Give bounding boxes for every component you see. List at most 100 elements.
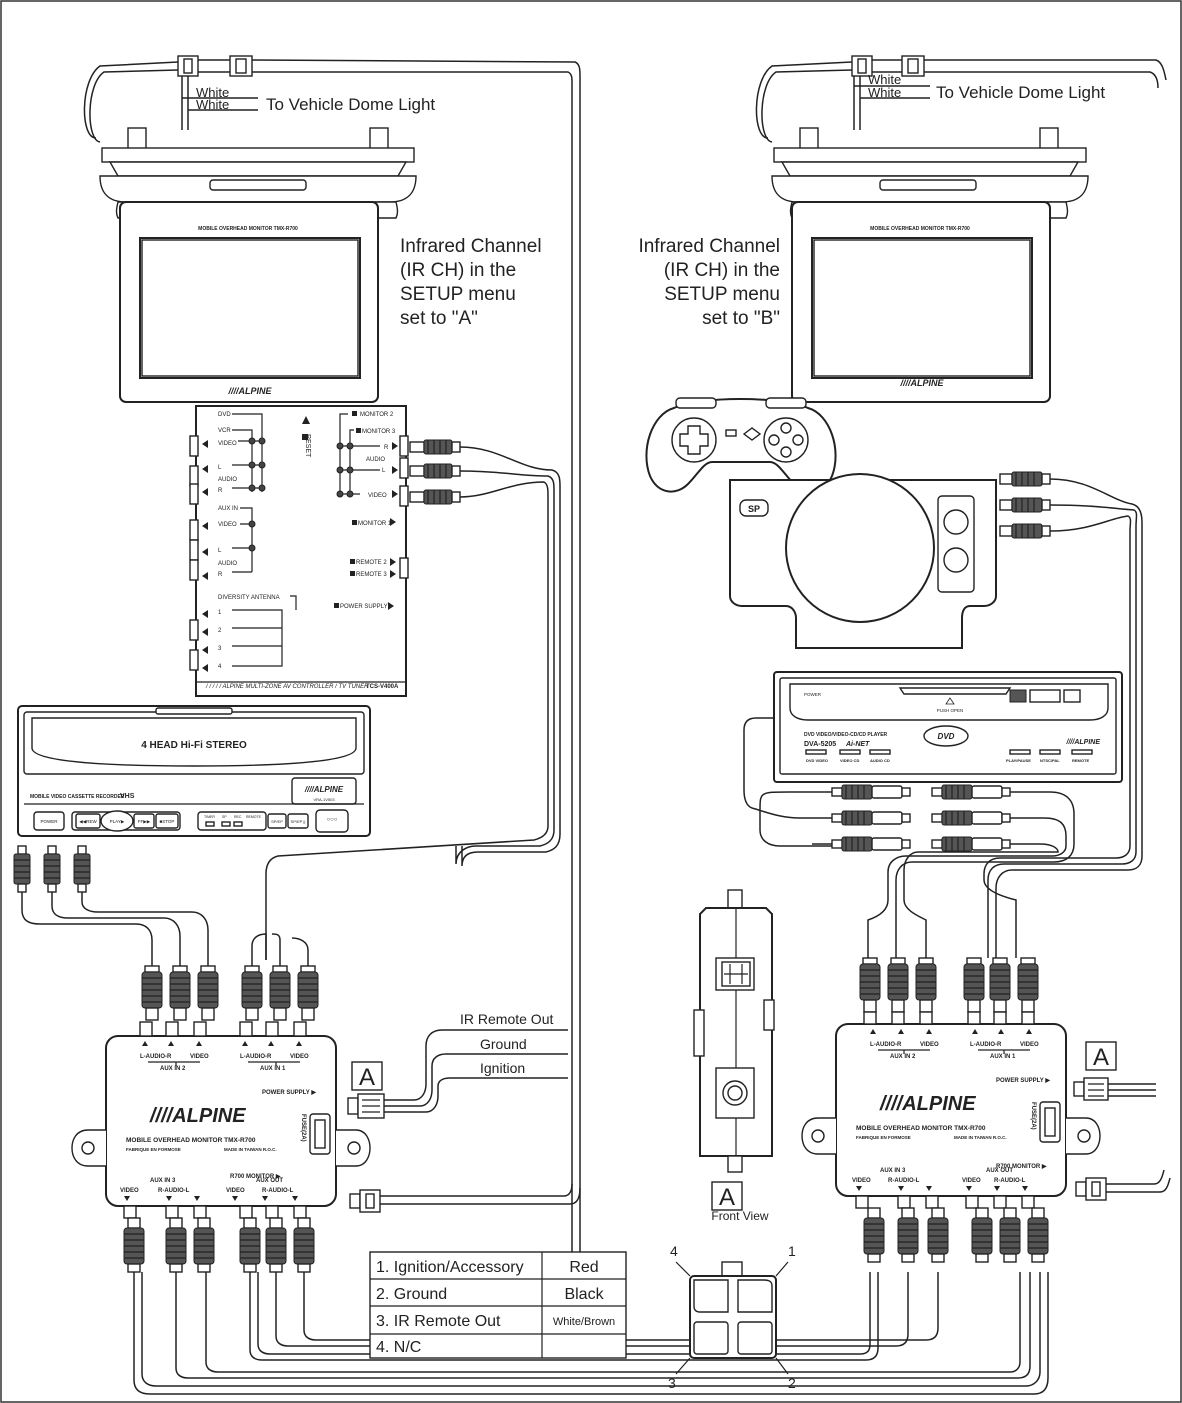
vcr-subtitle: MOBILE VIDEO CASSETTE RECORDER xyxy=(30,794,125,800)
box-made-en: MADE IN TAIWAN R.O.C. xyxy=(224,1147,277,1152)
controller-rca-plugs xyxy=(265,439,561,960)
dome-light-label: To Vehicle Dome Light xyxy=(936,83,1105,102)
dvd-power-label: POWER xyxy=(804,692,822,697)
controller-label: MONITOR 1 xyxy=(358,521,392,527)
controller-label: R xyxy=(218,572,223,578)
vcr-stop-button[interactable] xyxy=(155,813,179,829)
ir-note-line: (IR CH) in the xyxy=(400,260,516,281)
monitor-brand: ////ALPINE xyxy=(227,386,272,396)
box-label: VIDEO xyxy=(190,1054,209,1060)
vcr-rew-button[interactable] xyxy=(75,813,101,829)
box-label: AUX IN 3 xyxy=(150,1178,176,1184)
pin-row-color: White/Brown xyxy=(553,1316,615,1328)
box-brand: ////ALPINE xyxy=(879,1093,976,1115)
controller-label: L xyxy=(218,548,222,554)
vcr-button-label: ◀◀REW xyxy=(79,819,97,824)
vcr-eject-glyph: ○○○ xyxy=(327,817,338,823)
mounting-bracket xyxy=(693,889,775,1173)
vcr-indicator: SP xyxy=(222,815,227,819)
vcr-model: VRA-1V503 xyxy=(313,797,335,802)
box-model-line: MOBILE OVERHEAD MONITOR TMX-R700 xyxy=(126,1137,256,1144)
left-ir-note: Infrared Channel (IR CH) in the SETUP me… xyxy=(400,236,542,329)
game-controller xyxy=(645,397,837,493)
dvd-button-label: REMOTE xyxy=(1072,758,1089,763)
dvd-button-label: PLAY/PAUSE xyxy=(1006,758,1031,763)
box-label: R-AUDIO-L xyxy=(888,1178,920,1184)
box-label: VIDEO xyxy=(962,1178,981,1184)
controller-label: DIVERSITY ANTENNA xyxy=(218,595,280,601)
vcr-sp-ep-button[interactable] xyxy=(267,813,287,829)
dvd-model: DVA-5205 xyxy=(804,741,836,748)
console-rca-plugs xyxy=(983,471,1143,958)
pin-row-label: 1. Ignition/Accessory xyxy=(376,1259,524,1276)
vhs-logo: VHS xyxy=(120,793,135,800)
left-overhead-monitor: MOBILE OVERHEAD MONITOR TMX-R700 ////ALP… xyxy=(99,127,417,403)
dvd-push-open: PUSH OPEN xyxy=(937,708,964,713)
ir-note-line: Infrared Channel xyxy=(638,236,780,257)
vcr-play-button[interactable] xyxy=(100,810,134,832)
front-view-connector: A Front View 1 2 3 4 xyxy=(668,1181,796,1391)
ground-label: Ground xyxy=(480,1036,527,1052)
controller-label: AUX IN xyxy=(218,506,238,512)
av-controller: DVD VCR VIDEO L AUDIO R AUX IN VIDEO L A… xyxy=(189,405,409,697)
vcr-ff-button[interactable] xyxy=(133,813,155,829)
fuse-label: FUSE(2A) xyxy=(1030,1102,1036,1130)
left-tmx-box: L-AUDIO-R VIDEO L-AUDIO-R VIDEO AUX IN 2… xyxy=(71,1021,371,1219)
pin-row-label: 2. Ground xyxy=(376,1286,447,1303)
controller-label: AUDIO xyxy=(218,477,237,483)
controller-label: 4 xyxy=(218,664,222,670)
console-logo: SP xyxy=(748,504,760,514)
box-label: L-AUDIO-R xyxy=(870,1042,902,1048)
monitor-small-label: MOBILE OVERHEAD MONITOR TMX-R700 xyxy=(198,226,298,232)
controller-label: VCR xyxy=(218,428,231,434)
controller-label: L xyxy=(382,468,386,474)
box-label: VIDEO xyxy=(852,1178,871,1184)
ir-remote-out-label: IR Remote Out xyxy=(460,1011,553,1027)
box-label: L-AUDIO-R xyxy=(140,1054,172,1060)
dvd-button-label: AUDIO CD xyxy=(870,758,890,763)
box-made-fr: FABRIQUE EN FORMOSE xyxy=(126,1147,181,1152)
front-view-caption: Front View xyxy=(711,1209,768,1223)
box-label: VIDEO xyxy=(226,1188,245,1194)
dome-wire-label: White xyxy=(868,72,901,87)
pin-number: 1 xyxy=(788,1243,796,1259)
dome-wire-label: White xyxy=(196,97,229,112)
right-box-input-plugs xyxy=(859,957,1039,1013)
controller-label: MONITOR 2 xyxy=(360,412,394,418)
ignition-label: Ignition xyxy=(480,1060,525,1076)
controller-label: 2 xyxy=(218,628,222,634)
pin-row-color: Red xyxy=(569,1259,598,1276)
left-box-output-plugs xyxy=(123,1217,315,1273)
box-label: R700 MONITOR ▶ xyxy=(996,1163,1047,1170)
right-ir-note: Infrared Channel (IR CH) in the SETUP me… xyxy=(638,236,780,329)
box-label: L-AUDIO-R xyxy=(240,1054,272,1060)
vcr-button-label: PLAY▶ xyxy=(110,819,125,824)
ir-note-line: (IR CH) in the xyxy=(664,260,780,281)
dome-wire-label: White xyxy=(868,85,901,100)
vcr-button-label: SP/EP || xyxy=(291,819,306,824)
box-label: POWER SUPPLY ▶ xyxy=(996,1077,1050,1084)
box-label: AUX IN 2 xyxy=(160,1066,186,1072)
game-console: SP xyxy=(729,473,997,649)
vcr-eject-button[interactable] xyxy=(315,809,349,833)
left-dome-light-connector: White White To Vehicle Dome Light xyxy=(83,55,581,1303)
dvd-brand: ////ALPINE xyxy=(1066,739,1101,746)
dvd-button-label: DVD VIDEO xyxy=(806,758,828,763)
pin-row-label: 4. N/C xyxy=(376,1339,421,1356)
vcr-pause-button[interactable] xyxy=(287,813,309,829)
box-label: VIDEO xyxy=(1020,1042,1039,1048)
controller-label: L xyxy=(218,465,222,471)
controller-label: VIDEO xyxy=(218,441,237,447)
vcr-power-button[interactable] xyxy=(33,811,65,831)
box-label: R-AUDIO-L xyxy=(994,1178,1026,1184)
dvd-button-label: VIDEO CD xyxy=(840,758,859,763)
box-label: R-AUDIO-L xyxy=(262,1188,294,1194)
box-label: AUX IN 1 xyxy=(990,1054,1016,1060)
left-box-input-plugs xyxy=(141,933,319,1021)
monitor-small-label: MOBILE OVERHEAD MONITOR TMX-R700 xyxy=(870,226,970,232)
dvd-rca-plugs xyxy=(743,717,1075,958)
vcr-button-label: POWER xyxy=(40,819,58,824)
box-label: VIDEO xyxy=(120,1188,139,1194)
ir-note-line: SETUP menu xyxy=(664,284,780,305)
